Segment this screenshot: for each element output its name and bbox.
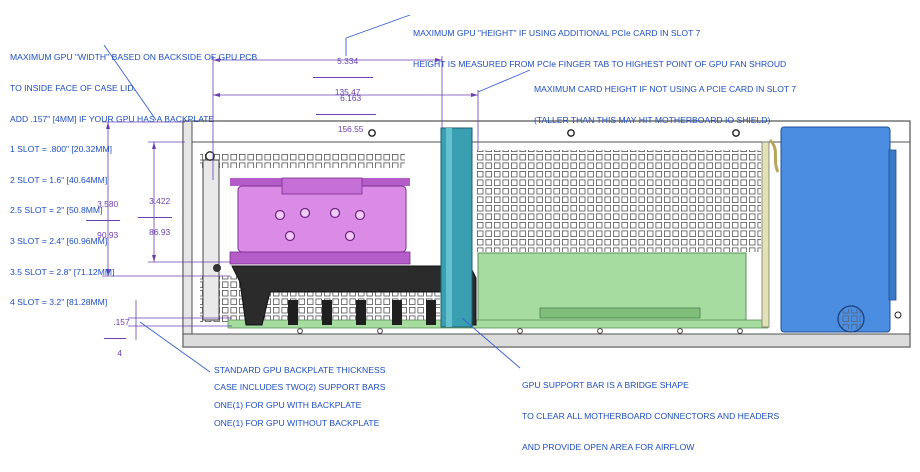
motherboard-standoffs bbox=[297, 328, 743, 334]
bracket-screw bbox=[205, 151, 215, 161]
gpu bbox=[229, 177, 411, 265]
gpu-cooler-screws bbox=[274, 207, 366, 242]
support-bar-note: GPU SUPPORT BAR IS A BRIDGE SHAPE TO CLE… bbox=[522, 360, 779, 472]
dimension-mm: 135.47 bbox=[334, 87, 361, 98]
dimension-inches: 3.580 bbox=[97, 198, 119, 209]
gpu-clearance-drawing: MAXIMUM GPU "WIDTH" BASED ON BACKSIDE OF… bbox=[10, 8, 911, 452]
gpu-width-note-line: 2 SLOT = 1.6" [40.64mm] bbox=[10, 174, 108, 185]
gpu-width-note-line: 1 SLOT = .800" [20.32mm] bbox=[10, 144, 113, 155]
motherboard-connector bbox=[539, 307, 701, 319]
bracket-feet bbox=[288, 300, 436, 325]
gpu-height-note-line: HEIGHT IS MEASURED FROM PCIe FINGER TAB … bbox=[413, 59, 787, 70]
support-bar-note-line: TO CLEAR ALL MOTHERBOARD CONNECTORS AND … bbox=[522, 411, 780, 422]
gpu-width-note-line: MAXIMUM GPU "WIDTH" BASED ON BACKSIDE OF… bbox=[10, 52, 258, 63]
dimension-3580: 3.580 90.93 bbox=[86, 190, 120, 251]
psu-fan-grille-holes bbox=[841, 309, 861, 329]
leader-lines bbox=[103, 14, 531, 373]
gpu-support-bar bbox=[440, 127, 473, 328]
gpu-height-note-line: MAXIMUM GPU "HEIGHT" IF USING ADDITIONAL… bbox=[413, 28, 701, 39]
gpu-width-note: MAXIMUM GPU "WIDTH" BASED ON BACKSIDE OF… bbox=[10, 32, 257, 328]
dimension-mm: 90.93 bbox=[97, 230, 119, 241]
dimension-mm: 156.55 bbox=[337, 124, 364, 135]
cable-clip bbox=[768, 138, 780, 173]
gpu-width-note-line: 4 SLOT = 3.2" [81.28mm] bbox=[10, 297, 108, 308]
dimension-inches: 5.334 bbox=[337, 55, 359, 66]
right-card-rail bbox=[761, 141, 770, 328]
dimension-mm: 86.93 bbox=[149, 227, 171, 238]
without-backplate-note: ONE(1) FOR GPU WITHOUT BACKPLATE bbox=[214, 418, 380, 428]
gpu-support-bar-highlight bbox=[446, 128, 452, 327]
with-backplate-note: ONE(1) FOR GPU WITH BACKPLATE bbox=[214, 400, 362, 410]
psu-screw bbox=[894, 311, 902, 319]
dimension-inches: .157 bbox=[113, 316, 130, 327]
gpu-width-note-line: TO INSIDE FACE OF CASE LID. bbox=[10, 83, 136, 94]
dimension-inches: 6.163 bbox=[340, 92, 362, 103]
psu bbox=[780, 126, 891, 333]
chassis-floor bbox=[182, 333, 911, 348]
gpu-width-note-line: 2.5 SLOT = 2" [50.8mm] bbox=[10, 205, 103, 216]
gpu-shroud bbox=[237, 185, 407, 253]
gpu-height-note: MAXIMUM GPU "HEIGHT" IF USING ADDITIONAL… bbox=[413, 8, 786, 90]
card-height-note-line: (TALLER THAN THIS MAY HIT MOTHERBOARD IO… bbox=[534, 115, 771, 126]
psu-edge bbox=[888, 149, 897, 301]
center-vent-grille bbox=[476, 150, 761, 252]
bracket-latch bbox=[213, 264, 221, 272]
left-vent-grille bbox=[200, 152, 405, 168]
dimension-0157: .157 4 bbox=[104, 308, 130, 369]
case-cross-section-drawing bbox=[102, 14, 911, 373]
card-height-note: MAXIMUM CARD HEIGHT IF NOT USING A PCIe … bbox=[534, 64, 796, 146]
dimension-5334: 5.334 135.47 bbox=[313, 47, 373, 108]
dimension-lines bbox=[102, 56, 479, 340]
dimension-3422: 3.422 86.93 bbox=[138, 187, 172, 248]
motherboard-pcb-edge bbox=[227, 319, 769, 329]
dimension-mm: 4 bbox=[117, 348, 122, 359]
dimension-inches: 3.422 bbox=[149, 195, 171, 206]
dimension-6163: 6.163 156.55 bbox=[316, 84, 376, 145]
gpu-width-note-line: 3 SLOT = 2.4" [60.96mm] bbox=[10, 236, 108, 247]
gpu-width-note-line: ADD .157" [4mm] IF YOUR GPU HAS A BACKPL… bbox=[10, 113, 215, 124]
lid-screw-holes bbox=[368, 129, 740, 137]
dimension-arrows bbox=[106, 58, 478, 276]
gpu-width-note-line: 3.5 SLOT = 2.8" [71.12mm] bbox=[10, 266, 115, 277]
support-bars-note: CASE INCLUDES TWO(2) SUPPORT BARS bbox=[214, 382, 386, 392]
backplate-thickness-note: STANDARD GPU BACKPLATE THICKNESS bbox=[214, 365, 386, 375]
support-bar-note-line: GPU SUPPORT BAR IS A BRIDGE SHAPE bbox=[522, 380, 689, 391]
gpu-heatsink bbox=[281, 177, 363, 195]
support-bar-note-line: AND PROVIDE OPEN AREA FOR AIRFLOW bbox=[522, 441, 695, 452]
gpu-bracket-plate bbox=[229, 251, 411, 265]
card-height-note-line: MAXIMUM CARD HEIGHT IF NOT USING A PCIe … bbox=[534, 84, 797, 95]
